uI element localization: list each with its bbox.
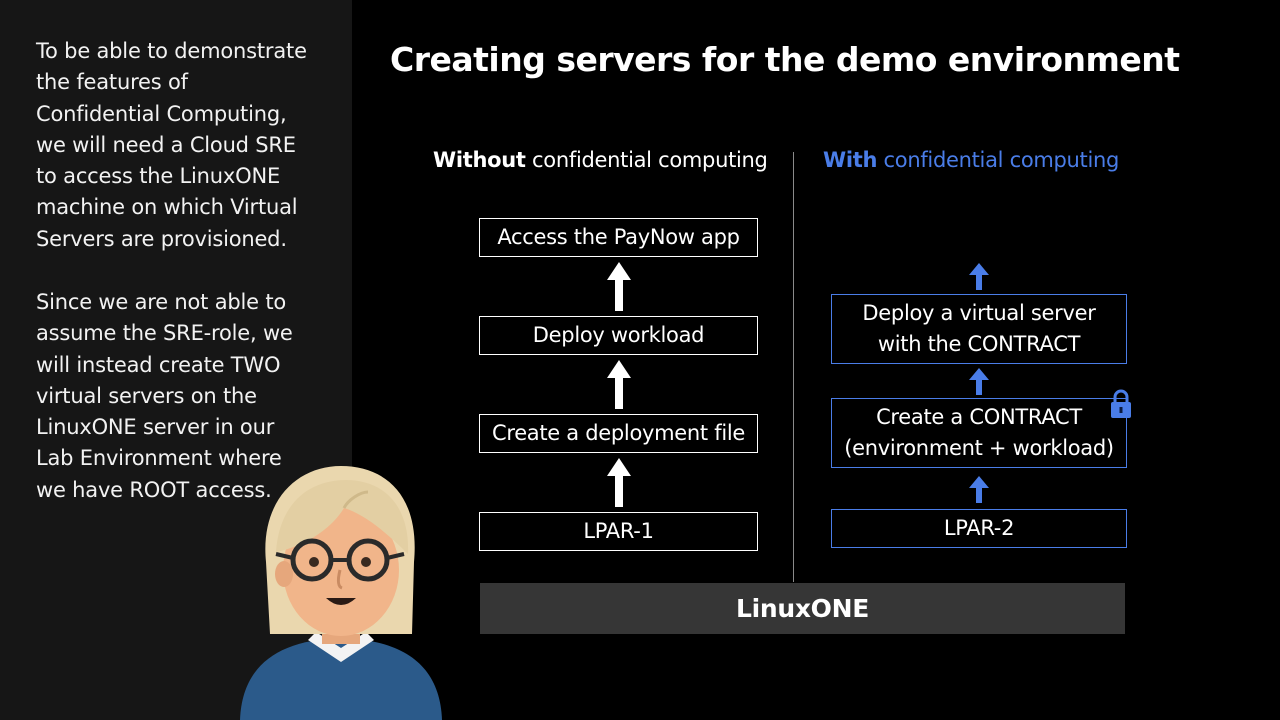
arrow-up-icon (607, 360, 631, 409)
lock-icon (1111, 389, 1131, 418)
deploy-virtual-server-line-1: Deploy a virtual server (862, 301, 1096, 325)
deploy-workload-box: Deploy workload (479, 316, 758, 355)
narration-line: assume the SRE-role, we (36, 321, 293, 346)
narration-line: machine on which Virtual (36, 195, 298, 220)
narration-paragraph-2: Since we are not able to assume the SRE-… (36, 287, 326, 506)
create-deployment-file-box: Create a deployment file (479, 414, 758, 453)
left-heading-bold: Without (433, 148, 526, 172)
narration-line: to access the LinuxONE (36, 164, 281, 189)
narration-line: we have ROOT access. (36, 477, 272, 502)
right-heading-bold: With (823, 148, 878, 172)
left-column-heading: Without confidential computing (433, 148, 768, 172)
deploy-virtual-server-line-2: with the CONTRACT (877, 332, 1081, 356)
narration-line: virtual servers on the (36, 383, 257, 408)
narration-paragraph-1: To be able to demonstrate the features o… (36, 36, 326, 255)
arrow-up-icon (969, 263, 989, 290)
right-column-heading: With confidential computing (823, 148, 1119, 172)
narration-line: LinuxONE server in our (36, 415, 275, 440)
linuxone-label: LinuxONE (735, 594, 870, 623)
lpar-1-label: LPAR-1 (583, 519, 654, 543)
narration-line: the features of (36, 70, 188, 95)
create-contract-line-1: Create a CONTRACT (876, 405, 1082, 429)
arrow-up-icon (607, 262, 631, 311)
right-heading-rest: confidential computing (877, 148, 1120, 172)
create-deployment-file-label: Create a deployment file (491, 421, 746, 445)
narration-line: Since we are not able to (36, 290, 286, 314)
column-divider (793, 152, 794, 582)
create-contract-line-2: (environment + workload) (844, 436, 1114, 460)
deploy-virtual-server-box: Deploy a virtual server with the CONTRAC… (831, 294, 1127, 364)
arrow-up-icon (969, 368, 989, 395)
narration-line: To be able to demonstrate (36, 39, 307, 63)
lpar-2-label: LPAR-2 (943, 516, 1015, 540)
access-paynow-label: Access the PayNow app (497, 225, 740, 249)
narration-line: will instead create TWO (36, 352, 281, 377)
lpar-2-box: LPAR-2 (831, 509, 1127, 548)
narration-sidebar: To be able to demonstrate the features o… (0, 0, 352, 720)
narration-line: Servers are provisioned. (36, 226, 287, 251)
deploy-workload-label: Deploy workload (532, 323, 705, 347)
slide-title: Creating servers for the demo environmen… (390, 40, 1180, 79)
presenter-avatar (240, 466, 442, 720)
narration-line: Lab Environment where (36, 446, 282, 471)
create-contract-box: Create a CONTRACT (environment + workloa… (831, 398, 1127, 468)
linuxone-platform-bar: LinuxONE (480, 583, 1125, 634)
narration-line: we will need a Cloud SRE (36, 132, 296, 157)
arrow-up-icon (969, 476, 989, 503)
arrow-up-icon (607, 458, 631, 507)
access-paynow-box: Access the PayNow app (479, 218, 758, 257)
narration-line: Confidential Computing, (36, 101, 287, 126)
left-heading-rest: confidential computing (525, 148, 768, 172)
lpar-1-box: LPAR-1 (479, 512, 758, 551)
